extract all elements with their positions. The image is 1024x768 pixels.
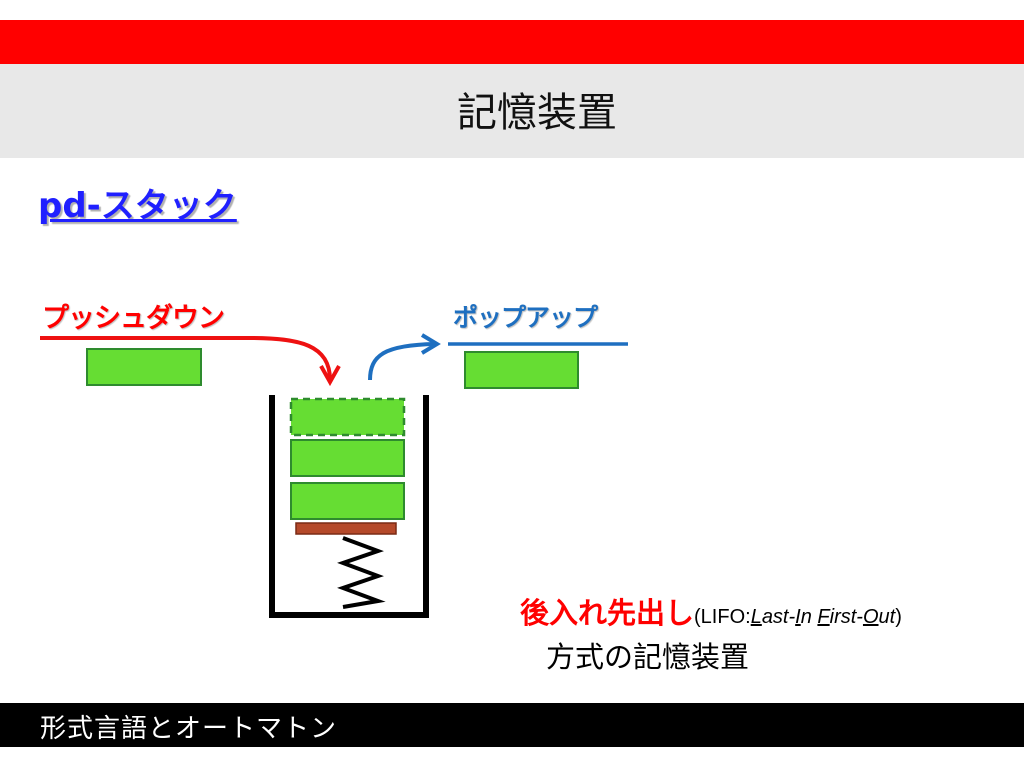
push-arrow: [40, 336, 332, 381]
stack-block: [290, 439, 405, 477]
header-red-bar: [0, 20, 1024, 64]
footer-course-title: 形式言語とオートマトン: [40, 714, 338, 744]
push-down-label: プッシュダウン: [42, 303, 225, 334]
lifo-caption: 後入れ先出し(LIFO:Last-In First-Out) 方式の記憶装置: [520, 590, 902, 676]
pop-arrow-head: [420, 333, 441, 355]
spring: [337, 536, 386, 609]
lifo-caption-line2: 方式の記憶装置: [546, 640, 750, 674]
stack-container: [269, 395, 429, 618]
footer-bar: [0, 703, 1024, 747]
stack-block: [290, 482, 405, 520]
push-block: [86, 348, 202, 386]
stack-top-slot-dashed: [289, 397, 406, 437]
lifo-strong-text: 後入れ先出し: [520, 596, 695, 630]
section-subtitle: pd-スタック: [38, 186, 237, 226]
pop-block: [464, 351, 579, 389]
pop-arrow: [368, 342, 436, 381]
lifo-expansion: (LIFO:Last-In First-Out): [694, 606, 902, 628]
pop-up-label: ポップアップ: [453, 303, 598, 332]
push-arrow-head: [319, 365, 341, 387]
spring-plate: [295, 522, 397, 535]
title-band: [0, 64, 1024, 158]
slide-title: 記憶装置: [457, 90, 617, 136]
